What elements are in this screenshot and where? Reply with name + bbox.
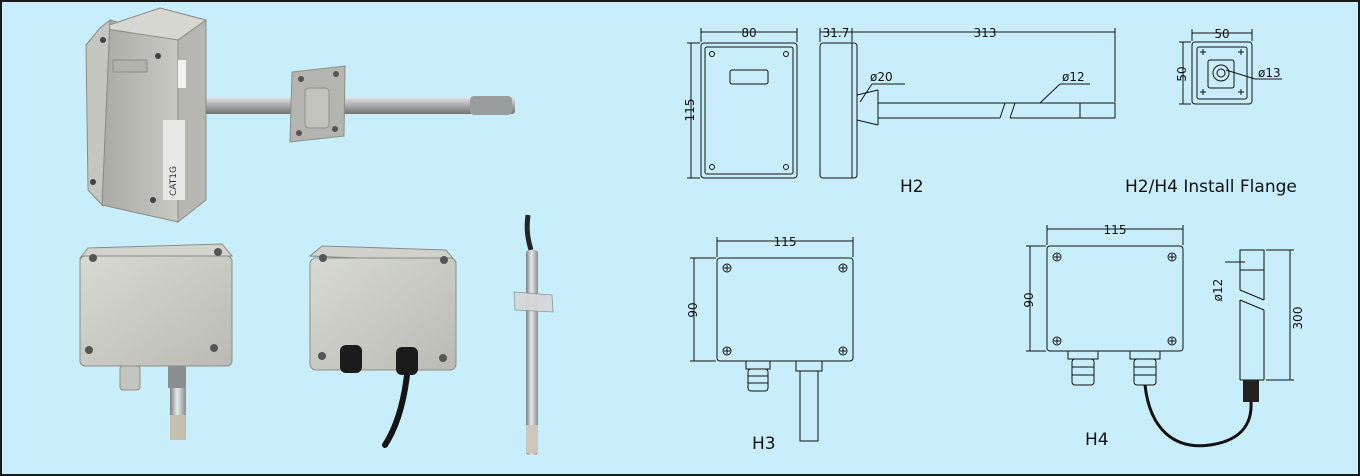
flange-height-dim: 50: [1175, 66, 1189, 81]
h4-height-dim: 90: [1022, 292, 1036, 307]
h3-width-dim: 115: [774, 235, 797, 249]
drawing-h2: [687, 28, 1116, 179]
flange-hole-dim: ø13: [1258, 66, 1281, 80]
h4-width-dim: 115: [1104, 223, 1127, 237]
photo-h4-cable-box: [308, 245, 458, 448]
flange-width-dim: 50: [1214, 27, 1229, 41]
h4-label: H4: [1085, 430, 1109, 450]
h3-label: H3: [752, 434, 776, 454]
photo-h4-probe: [513, 214, 554, 455]
h2-probe-dia-dim: ø12: [1062, 70, 1085, 84]
h4-probe-cable: [1143, 380, 1259, 448]
h2-depth-dim: 31.7: [823, 26, 850, 40]
drawing-install-flange: [1179, 29, 1282, 105]
h4-probe-length-dim: 300: [1291, 307, 1305, 330]
h2-label: H2: [900, 177, 924, 197]
flange-label: H2/H4 Install Flange: [1125, 177, 1297, 197]
drawing-h4: [1026, 225, 1294, 386]
h2-probe-length-dim: 313: [974, 26, 997, 40]
photo-h2-duct-transmitter: CAT1G: [85, 7, 515, 224]
photo-h3-wall-box: [78, 243, 234, 440]
photo-brand-label: CAT1G: [169, 166, 179, 196]
h4-probe-dia-dim: ø12: [1211, 279, 1225, 302]
h2-width-dim: 80: [741, 26, 756, 40]
h2-height-dim: 115: [683, 99, 697, 122]
h2-flange-dia-dim: ø20: [870, 70, 893, 84]
drawing-h3: [690, 237, 854, 442]
h3-height-dim: 90: [686, 302, 700, 317]
